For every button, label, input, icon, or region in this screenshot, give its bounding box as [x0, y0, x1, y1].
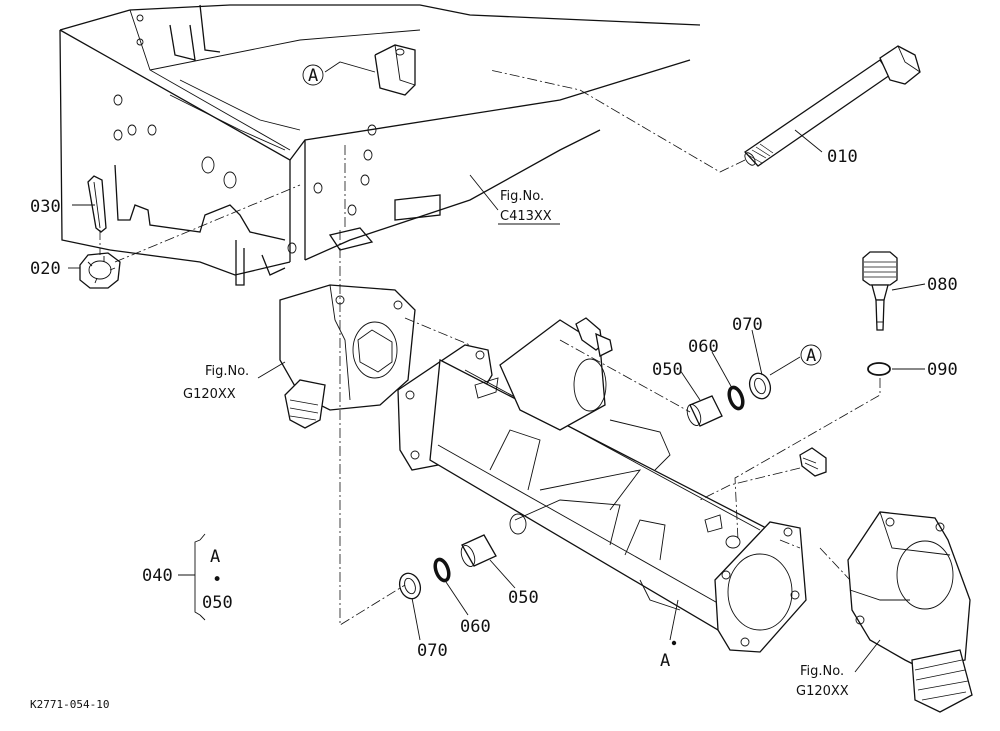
label-060-bottom: 060	[460, 617, 491, 637]
figure-references: Fig.No. C413XX Fig.No. G120XX Fig.No. G1…	[183, 189, 849, 699]
callout-a-right: A	[806, 346, 816, 366]
bearing-housing-right	[847, 511, 973, 713]
collar-070-bottom	[398, 572, 422, 600]
o-ring-090	[867, 362, 891, 376]
front-frame	[59, 4, 701, 286]
part-labels: 010 030 020 080 090 070 060 050 050 060 …	[30, 147, 958, 661]
drawing-code: K2771-054-10	[30, 698, 109, 711]
plug-bolt-right	[799, 447, 827, 477]
fig-ref-g120-right-code: G120XX	[796, 684, 849, 699]
kit-item-050: 050	[202, 593, 233, 613]
callout-a-bottom: A	[660, 651, 670, 671]
circle-letter-icon	[302, 64, 822, 366]
kit-group: A • 050	[202, 547, 233, 613]
bushing-050-top	[686, 395, 723, 427]
fig-ref-g120-left-title: Fig.No.	[205, 364, 249, 379]
fig-ref-g120-right-title: Fig.No.	[800, 664, 844, 679]
label-020: 020	[30, 259, 61, 279]
fig-ref-c413-title: Fig.No.	[500, 189, 544, 204]
label-010: 010	[827, 147, 858, 167]
label-070-bottom: 070	[417, 641, 448, 661]
label-070-top: 070	[732, 315, 763, 335]
fig-ref-g120-left-code: G120XX	[183, 387, 236, 402]
oil-gauge-080	[862, 251, 898, 331]
frame-holes	[113, 14, 377, 254]
fig-ref-c413-code: C413XX	[500, 209, 552, 224]
label-090: 090	[927, 360, 958, 380]
label-040: 040	[142, 566, 173, 586]
o-ring-060-top	[727, 385, 745, 411]
label-030: 030	[30, 197, 61, 217]
callout-a-top-left: A	[308, 66, 318, 86]
label-050-top: 050	[652, 360, 683, 380]
breather-bolt	[575, 317, 613, 357]
front-axle-housing	[397, 319, 807, 653]
castle-nut-020	[79, 252, 121, 289]
label-060-top: 060	[688, 337, 719, 357]
label-050-bottom: 050	[508, 588, 539, 608]
cotter-pin-030	[87, 175, 107, 233]
o-ring-060-bottom	[433, 557, 451, 583]
kit-separator: •	[212, 570, 222, 590]
label-080: 080	[927, 275, 958, 295]
callout-letters: A A A	[308, 66, 816, 671]
collar-070-top	[748, 372, 772, 400]
leader-lines	[68, 61, 926, 673]
bearing-housing-left	[279, 284, 416, 429]
kit-item-a: A	[210, 547, 220, 567]
bushing-050-bottom	[460, 534, 497, 567]
pivot-pin-010	[744, 45, 921, 167]
